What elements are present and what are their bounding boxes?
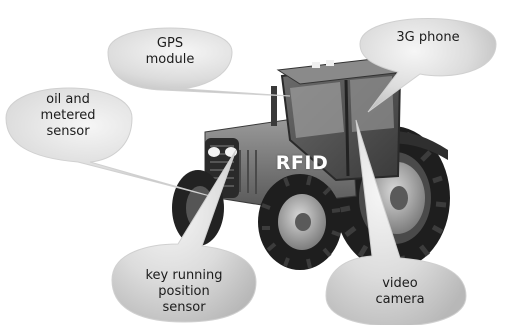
callout-gps-module bbox=[107, 27, 291, 97]
front-wheel bbox=[258, 174, 342, 270]
callout-key-sensor bbox=[111, 149, 257, 323]
callout-oil-sensor bbox=[5, 87, 211, 197]
oil-sensor-label: oil and metered sensor bbox=[40, 92, 96, 139]
tractor-illustration bbox=[172, 57, 450, 270]
3g-phone-label: 3G phone bbox=[396, 30, 460, 45]
callout-3g-phone bbox=[359, 18, 497, 113]
video-camera-label: video camera bbox=[375, 276, 425, 307]
callout-video-camera bbox=[325, 119, 467, 325]
rfid-label: RFID bbox=[275, 152, 329, 174]
gps-module-label: GPS module bbox=[145, 36, 195, 67]
key-sensor-label: key running position sensor bbox=[145, 268, 223, 315]
